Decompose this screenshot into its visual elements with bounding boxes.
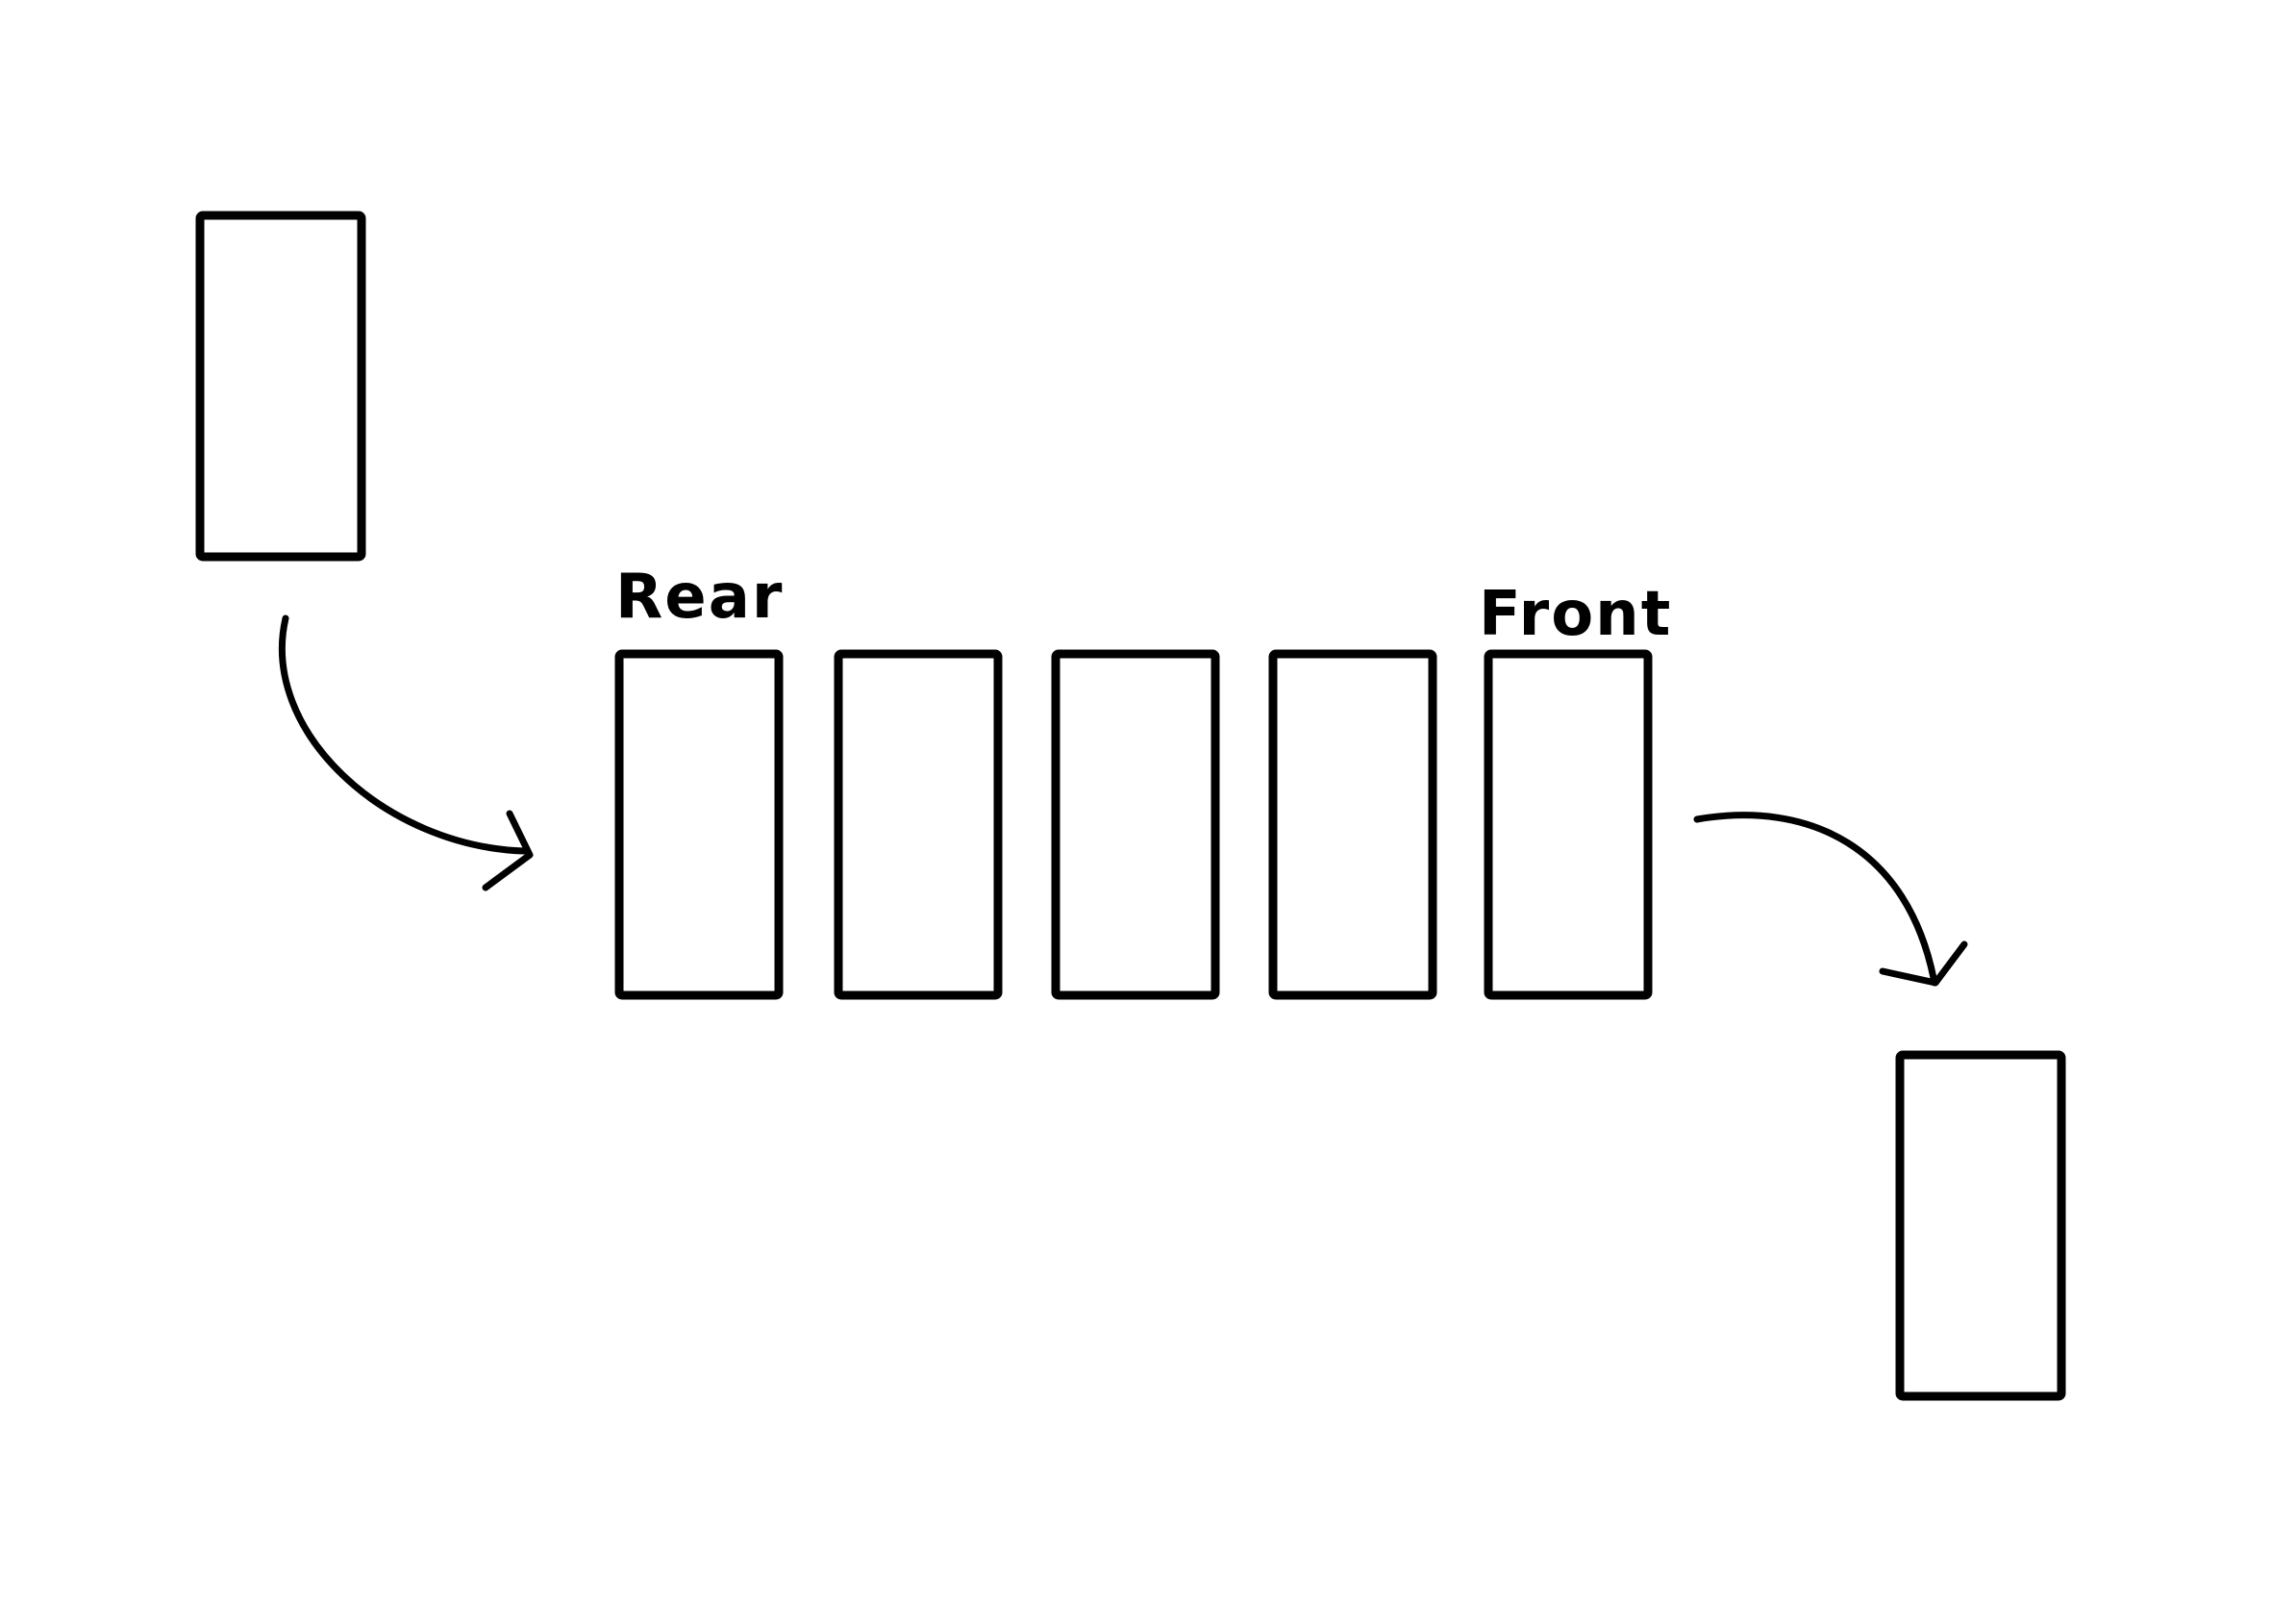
- dequeue-arrow-curve: [1693, 812, 1938, 987]
- enqueue-arrowhead: [482, 810, 534, 891]
- queue-slot-5: [1484, 649, 1653, 1000]
- queue-slot-2: [834, 649, 1003, 1000]
- incoming-element-box: [195, 211, 366, 562]
- rear-label: Rear: [615, 562, 784, 633]
- queue-slot-4: [1268, 649, 1437, 1000]
- dequeue-arrow: [1693, 812, 1968, 987]
- dequeue-arrowhead: [1879, 940, 1968, 987]
- queue-slot-3: [1051, 649, 1220, 1000]
- front-label: Front: [1479, 579, 1672, 650]
- enqueue-arrow: [278, 614, 534, 891]
- outgoing-element-box: [1895, 1050, 2066, 1401]
- enqueue-arrow-curve: [278, 614, 528, 855]
- queue-slot-1: [614, 649, 784, 1000]
